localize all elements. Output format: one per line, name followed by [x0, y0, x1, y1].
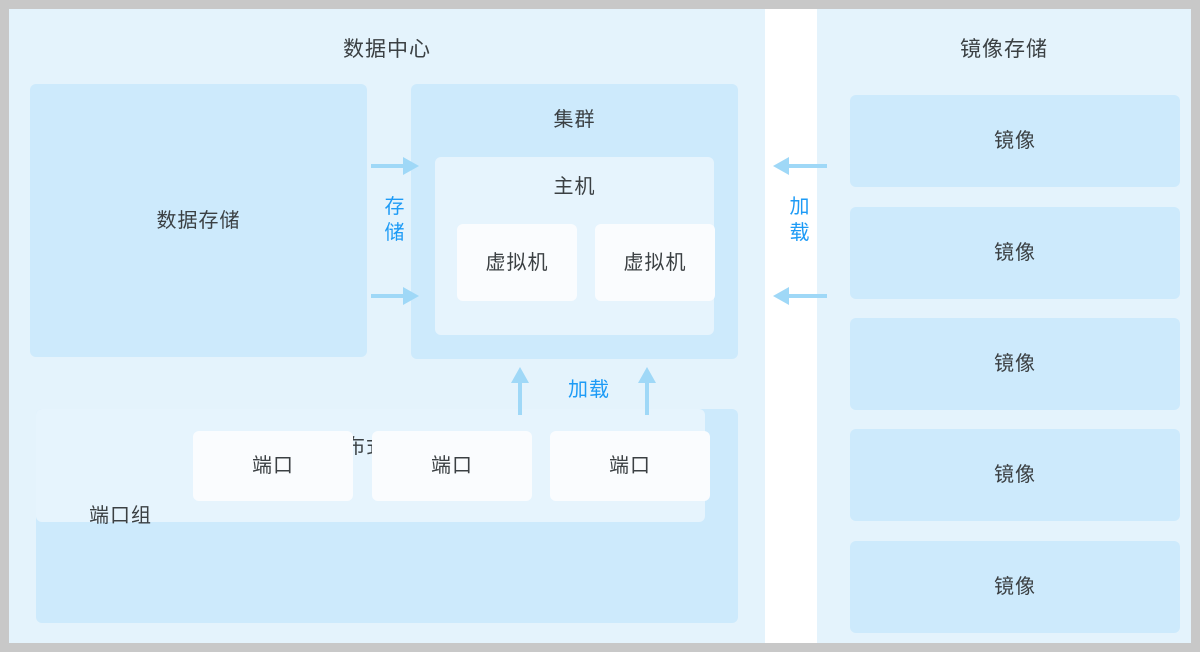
port-group-box[interactable]: 端口组 端口 端口 端口 — [36, 409, 710, 527]
port-label: 端口 — [431, 455, 473, 477]
port-box[interactable]: 端口 — [550, 431, 710, 501]
vm-label: 虚拟机 — [485, 251, 549, 274]
image-label: 镜像 — [994, 242, 1036, 264]
host-label: 主机 — [553, 176, 596, 198]
host-box[interactable]: 主机 虚拟机 虚拟机 — [435, 157, 715, 335]
arrow-head — [403, 287, 419, 305]
port-box[interactable]: 端口 — [193, 431, 353, 501]
datacenter-title: 数据中心 — [343, 38, 431, 61]
arrow-head — [403, 157, 419, 175]
image-box[interactable]: 镜像 — [850, 429, 1180, 521]
arrow-shaft — [371, 294, 403, 298]
load-connector-right-label: 加 载 — [789, 196, 811, 244]
image-label: 镜像 — [994, 576, 1036, 598]
arrow-shaft — [645, 383, 649, 415]
vm-label: 虚拟机 — [623, 251, 687, 274]
port-label: 端口 — [252, 455, 294, 477]
cluster-box[interactable]: 集群 主机 虚拟机 虚拟机 — [411, 84, 738, 359]
arrow-head — [638, 367, 656, 383]
image-box[interactable]: 镜像 — [850, 541, 1180, 633]
arrow-shaft — [789, 294, 827, 298]
image-storage-panel: 镜像存储 镜像 镜像 镜像 镜像 镜像 — [817, 9, 1191, 643]
arrow-shaft — [518, 383, 522, 415]
arrow-head — [773, 287, 789, 305]
port-box[interactable]: 端口 — [372, 431, 532, 501]
vm-box[interactable]: 虚拟机 — [595, 224, 715, 301]
distributed-switch-box[interactable]: 分布式交换机 端口组 端口 端口 端口 — [36, 409, 738, 623]
arrow-head — [773, 157, 789, 175]
port-label: 端口 — [609, 455, 651, 477]
image-label: 镜像 — [994, 353, 1036, 375]
storage-connector-label: 存 储 — [384, 196, 406, 244]
cluster-label: 集群 — [553, 109, 596, 131]
arrow-head — [511, 367, 529, 383]
arrow-shaft — [371, 164, 403, 168]
load-connector-bottom-label: 加载 — [568, 379, 610, 401]
arrow-shaft — [789, 164, 827, 168]
image-label: 镜像 — [994, 130, 1036, 152]
image-box[interactable]: 镜像 — [850, 207, 1180, 299]
port-group-label: 端口组 — [89, 505, 152, 527]
image-storage-title: 镜像存储 — [960, 38, 1048, 61]
image-box[interactable]: 镜像 — [850, 95, 1180, 187]
image-label: 镜像 — [994, 464, 1036, 486]
vm-box[interactable]: 虚拟机 — [457, 224, 577, 301]
datastore-label: 数据存储 — [156, 209, 241, 232]
datastore-box[interactable]: 数据存储 — [30, 84, 367, 357]
image-box[interactable]: 镜像 — [850, 318, 1180, 410]
